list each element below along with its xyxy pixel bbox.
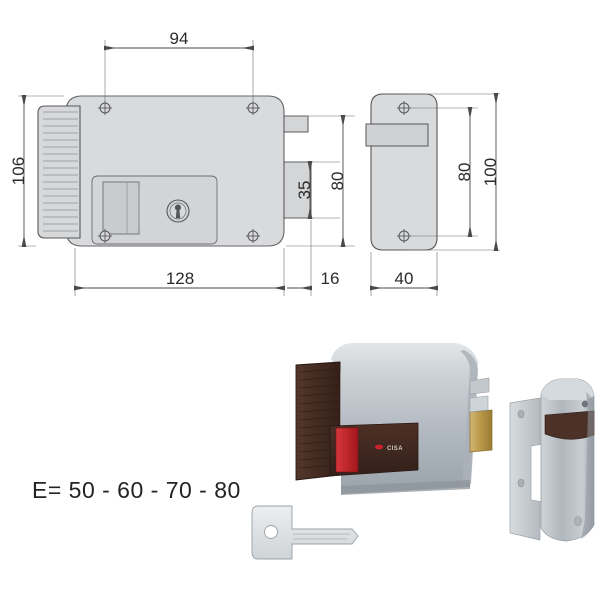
strike-latch-ramp xyxy=(544,410,595,440)
dim-bolt-projection: 16 xyxy=(321,269,340,288)
backset-note: E= 50 - 60 - 70 - 80 xyxy=(32,477,241,503)
front-view-ribbed-grip xyxy=(37,105,81,239)
product-photo-strike xyxy=(509,378,595,542)
dimension-lines xyxy=(21,45,499,291)
dim-strike-height: 100 xyxy=(481,158,500,186)
front-view-keyhole xyxy=(166,199,190,223)
strike-hole-bottom xyxy=(517,478,525,488)
dim-strike-width: 40 xyxy=(395,269,414,288)
dim-width-overall: 128 xyxy=(166,269,194,288)
extension-lines xyxy=(18,40,500,296)
dim-strike-hole-spacing: 80 xyxy=(455,163,474,182)
dim-bolt-lower-offset: 35 xyxy=(295,181,314,200)
key-illustration xyxy=(251,505,359,560)
strike-hole-top xyxy=(517,409,525,419)
front-view-grip-ribs xyxy=(43,111,78,232)
lock-steel-latch xyxy=(469,395,489,413)
lock-brass-bolt xyxy=(469,409,493,453)
dim-height-overall: 106 xyxy=(9,157,28,185)
cisa-logo-text: CISA xyxy=(387,446,403,452)
front-view-lock-body xyxy=(37,95,312,247)
front-view-upper-bolt xyxy=(283,115,309,133)
dim-width-holes: 94 xyxy=(170,29,189,48)
strike-plate-cutout xyxy=(365,123,429,147)
lock-red-button xyxy=(335,427,359,473)
dim-bolt-upper-offset: 80 xyxy=(328,172,347,191)
front-view-screw-holes xyxy=(98,101,260,243)
strike-screw-hole xyxy=(581,400,589,408)
front-view-window xyxy=(102,181,140,235)
lock-front-panel: CISA xyxy=(329,422,419,477)
product-photo-lock: CISA xyxy=(295,343,493,495)
key-bow-hole xyxy=(264,525,278,539)
lock-bolts xyxy=(469,377,493,453)
strike-plate-view xyxy=(365,93,438,251)
